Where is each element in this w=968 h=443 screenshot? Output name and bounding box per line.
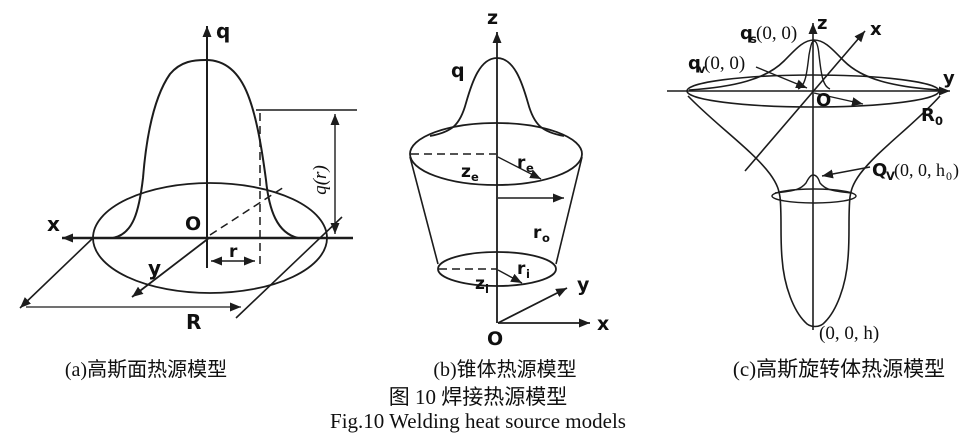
plane-diagonal-left <box>19 237 94 309</box>
x-axis-line <box>744 30 866 172</box>
gaussian-bell-curve <box>112 58 299 239</box>
R0-label-sub: 0 <box>935 114 943 128</box>
origin-label: O <box>185 213 201 235</box>
zi-label-base: z <box>475 274 485 294</box>
panel-a-gaussian-surface-model: q x y O r R q(r) <box>19 19 357 334</box>
R0-radius-arrow <box>813 92 864 106</box>
inner-section-ellipse <box>771 188 857 204</box>
re-label-sub: e <box>526 161 534 175</box>
rotary-funnel-body <box>687 95 941 328</box>
QV-label-sub: V <box>886 169 895 183</box>
r-dim-label: r <box>229 242 238 262</box>
y-axis-line <box>131 237 210 298</box>
bottom-point-label: (0, 0, h) <box>819 323 879 344</box>
figure-caption-english: Fig.10 Welding heat source models <box>330 409 626 433</box>
qv-leader-arrow <box>755 66 808 89</box>
ri-label-sub: i <box>526 267 530 281</box>
panel-b-caption: (b)锥体热源模型 <box>433 359 577 381</box>
ro-label-base: r <box>533 223 542 243</box>
ri-radius-arrow <box>497 269 523 284</box>
QV-label-base: Q <box>872 160 887 181</box>
origin-label: O <box>816 90 831 111</box>
ro-label-sub: o <box>542 231 550 245</box>
y-axis-line <box>497 287 568 324</box>
re-label-base: r <box>517 153 526 173</box>
z-axis-label: z <box>487 7 498 29</box>
qv-label-args: (0, 0) <box>704 53 745 74</box>
surface-gaussian-curve <box>688 39 940 91</box>
qv-label-sub: v <box>698 62 706 76</box>
R0-label-base: R <box>921 105 935 126</box>
x-axis-label: x <box>597 313 609 335</box>
cone-left-side <box>409 156 439 265</box>
cone-right-side <box>555 156 583 265</box>
qs-label-base: q <box>740 23 753 44</box>
x-axis-label: x <box>47 212 60 236</box>
QV-leader-arrow <box>821 166 871 179</box>
dashed-radius-line <box>209 186 285 236</box>
panel-b-cone-model: z q z e r e r o r i z i O x y <box>409 7 609 350</box>
panel-c-gaussian-rotary-model: z x y O q s (0, 0) q v (0, 0) R 0 Q V (0… <box>667 13 959 344</box>
y-axis-label: y <box>943 68 955 89</box>
cone-top-ellipse <box>409 122 583 186</box>
qs-label-args: (0, 0) <box>756 23 797 44</box>
y-axis-label: y <box>577 274 590 296</box>
panel-c-caption: (c)高斯旋转体热源模型 <box>732 357 946 381</box>
q-curve-label: q <box>451 60 465 82</box>
figure-caption-chinese: 图 10 焊接热源模型 <box>388 385 568 409</box>
ze-label-sub: e <box>471 170 479 184</box>
qv-label-base: q <box>688 53 701 74</box>
qs-label-sub: s <box>750 32 757 46</box>
center-spike-curve <box>797 40 831 90</box>
y-axis-label: y <box>148 256 161 280</box>
R-dim-label: R <box>186 310 201 334</box>
origin-label: O <box>487 328 503 350</box>
QV-label-args-pre: (0, 0, h <box>894 160 945 181</box>
re-radius-arrow <box>497 156 542 180</box>
q-axis-label: q <box>216 19 230 43</box>
q-of-r-label: q(r) <box>310 165 331 195</box>
QV-label-args-sub: 0 <box>946 169 952 183</box>
z-axis-label: z <box>817 13 827 34</box>
panel-a-caption: (a)高斯面热源模型 <box>64 359 228 381</box>
ri-label-base: r <box>517 259 526 279</box>
QV-label-args-post: ) <box>953 160 959 181</box>
x-axis-label: x <box>870 19 882 40</box>
zi-label-sub: i <box>485 282 489 296</box>
plane-diagonal-right <box>235 216 343 319</box>
ze-label-base: z <box>461 162 471 182</box>
